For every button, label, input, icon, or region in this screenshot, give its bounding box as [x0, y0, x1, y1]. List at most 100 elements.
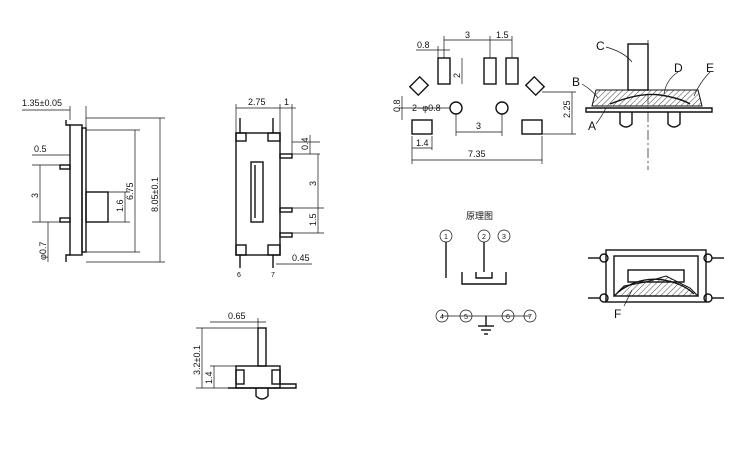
callout-C: C [596, 39, 605, 53]
dim-front-actuator-offset: 0.65 [228, 311, 246, 321]
schematic-pin-7: 7 [528, 314, 532, 321]
side-view-pin-upper [59, 164, 71, 170]
pcb-pad [521, 119, 543, 135]
pcb-pad [524, 75, 546, 97]
detail-body [605, 249, 707, 303]
dim-top-pin-pitch: 3 [308, 181, 318, 186]
schematic-pin-circle [435, 309, 449, 323]
dim-pcb-row-gap: 2.25 [562, 100, 572, 118]
side-view-actuator [85, 191, 109, 223]
pcb-layout: 0.8 3 1.5 2 0.8 2−φ0.8 3 2.25 1.4 7.35 [392, 30, 576, 164]
schematic: 原理图 1 2 3 4 5 6 7 [435, 211, 537, 335]
schematic-pin-6: 6 [506, 314, 510, 321]
dim-pcb-pad-w2: 1.4 [416, 138, 429, 148]
detail-tab [703, 293, 713, 303]
top-view-actuator-slot [250, 161, 264, 223]
cross-section: C D E B A [572, 39, 714, 170]
dim-side-pin-dia: φ0.7 [38, 242, 48, 260]
leader-A [595, 107, 607, 125]
section-base-plate [585, 107, 713, 113]
section-actuator [627, 43, 649, 91]
section-contact-spring [609, 93, 691, 105]
section-post-left [619, 112, 633, 128]
dim-pcb-pad-h: 2 [452, 73, 462, 78]
leader-B [581, 83, 599, 99]
top-view-side-pin [279, 207, 293, 213]
dim-top-pin-pitch2: 1.5 [308, 213, 318, 226]
schematic-pin-3: 3 [502, 234, 506, 241]
top-view-pad [235, 132, 247, 142]
pcb-pad [483, 57, 497, 85]
dim-pcb-hole-pitch: 3 [476, 121, 481, 131]
dim-pcb-hole-h: 0.8 [392, 99, 402, 112]
detail-tab [703, 253, 713, 263]
pin-number-6: 6 [237, 272, 241, 279]
dim-top-pin-ext: 1 [284, 97, 289, 107]
section-housing [591, 89, 703, 107]
top-view-pad [267, 244, 281, 256]
front-view-pad-left [235, 369, 245, 385]
top-view-body [235, 132, 281, 256]
side-view-body-cap [65, 120, 70, 262]
schematic-pin-circle [523, 309, 537, 323]
schematic-pin-5: 5 [464, 314, 468, 321]
detail-hatch-contact [612, 275, 700, 297]
detail-spring [617, 278, 695, 295]
dim-side-pin-offset: 0.5 [34, 144, 47, 154]
leader-C [605, 46, 633, 63]
side-view-pin-lower [59, 217, 71, 223]
front-view: 0.65 3.2±0.1 1.4 [192, 311, 297, 400]
front-view-actuator [257, 327, 267, 367]
callout-B: B [572, 75, 580, 89]
schematic-contact [461, 272, 507, 285]
dim-pcb-total-w: 7.35 [468, 149, 486, 159]
top-view-side-pin [279, 232, 293, 238]
pcb-pad [411, 119, 433, 135]
leader-E [693, 71, 711, 97]
section-post-right [667, 112, 681, 128]
dim-top-pin-w: 0.45 [292, 253, 310, 263]
top-view-pad [235, 244, 247, 256]
dim-top-pin-top: 0.4 [300, 137, 310, 150]
front-view-body [235, 365, 281, 389]
schematic-pin-circle [497, 229, 511, 243]
top-view-pad [267, 132, 281, 142]
schematic-title: 原理图 [466, 211, 493, 221]
front-view-post [255, 388, 269, 400]
schematic-pin-circle [459, 309, 473, 323]
side-view-body-front [69, 124, 83, 256]
side-view-body-back [81, 127, 87, 253]
dim-front-body-h: 1.4 [204, 371, 214, 384]
pcb-pad [437, 57, 451, 85]
dim-pcb-pitch-top: 3 [465, 30, 470, 40]
schematic-pin-1: 1 [444, 234, 448, 241]
detail-tab [599, 253, 609, 263]
dim-side-body-h: 6.75 [125, 182, 135, 200]
dim-side-width: 1.35±0.05 [22, 98, 62, 108]
callout-A: A [588, 119, 596, 133]
pcb-pad [408, 75, 430, 97]
top-view: 2.75 1 0.4 3 1.5 0.45 6 7 [235, 97, 324, 279]
dim-pcb-hole-dia: 2−φ0.8 [412, 103, 441, 113]
dim-front-total-h: 3.2±0.1 [192, 345, 202, 375]
pcb-hole [449, 101, 463, 115]
dim-top-body-w: 2.75 [248, 97, 266, 107]
dim-side-total-h: 8.05±0.1 [150, 177, 160, 212]
pcb-pad [505, 57, 519, 85]
dim-pcb-pitch-top2: 1.5 [496, 30, 509, 40]
schematic-contact-inner [475, 272, 493, 279]
side-view: 1.35±0.05 0.5 3 φ0.7 1.6 6.75 8.05±0.1 [22, 98, 165, 263]
dim-pcb-pad-w: 0.8 [417, 40, 430, 50]
top-view-side-pin [279, 153, 293, 159]
pin-number-7: 7 [271, 272, 275, 279]
schematic-pin-circle [501, 309, 515, 323]
dim-side-pin-pitch: 3 [30, 193, 40, 198]
detail-tab [599, 293, 609, 303]
front-view-pad-right [271, 369, 281, 385]
schematic-pin-4: 4 [440, 314, 444, 321]
callout-E: E [706, 61, 714, 75]
pcb-hole [495, 101, 509, 115]
callout-D: D [674, 61, 683, 75]
